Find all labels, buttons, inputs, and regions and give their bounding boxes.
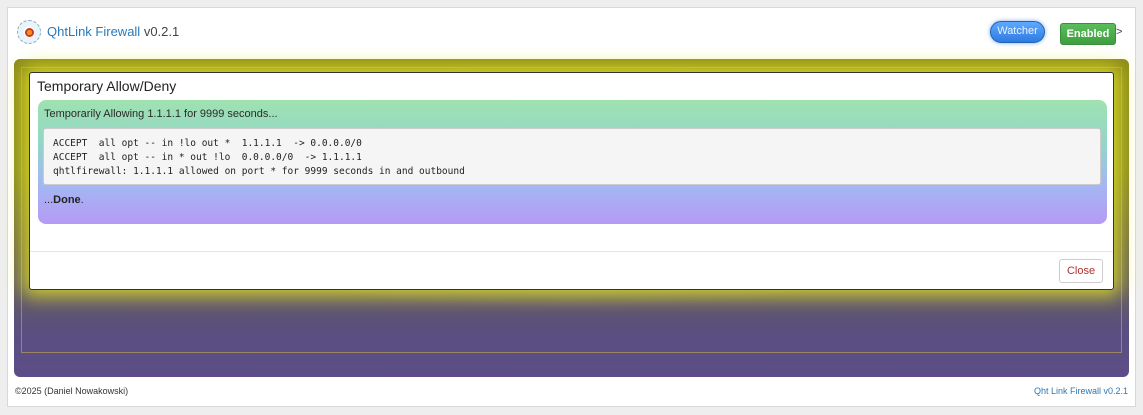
done-word: Done	[53, 194, 81, 206]
command-output: ACCEPT all opt -- in !lo out * 1.1.1.1 -…	[43, 128, 1101, 185]
logo-core	[25, 28, 34, 37]
footer-copyright: ©2025 (Daniel Nowakowski)	[15, 386, 129, 396]
done-message: ...Done.	[44, 194, 84, 206]
close-button[interactable]: Close	[1059, 259, 1103, 283]
header: QhtLink Firewall v0.2.1 Watcher Enabled …	[8, 8, 1135, 56]
temp-allow-deny-modal: Temporary Allow/Deny Temporarily Allowin…	[29, 72, 1114, 290]
output-line: ACCEPT all opt -- in !lo out * 1.1.1.1 -…	[53, 138, 362, 149]
app-window: QhtLink Firewall v0.2.1 Watcher Enabled …	[7, 7, 1136, 407]
app-title: QhtLink Firewall v0.2.1	[47, 24, 179, 39]
app-version: v0.2.1	[143, 24, 180, 39]
enabled-status-button[interactable]: Enabled	[1060, 23, 1116, 45]
modal-title: Temporary Allow/Deny	[37, 78, 177, 94]
result-alert: Temporarily Allowing 1.1.1.1 for 9999 se…	[38, 100, 1107, 224]
alert-message: Temporarily Allowing 1.1.1.1 for 9999 se…	[44, 108, 278, 120]
chevron-right-icon[interactable]: >	[1116, 26, 1123, 38]
backdrop-panel	[21, 67, 1122, 353]
modal-footer-divider	[30, 251, 1113, 252]
done-suffix: .	[80, 194, 84, 206]
done-prefix: ...	[44, 194, 54, 206]
watcher-button[interactable]: Watcher	[990, 21, 1045, 43]
output-line: qhtlfirewall: 1.1.1.1 allowed on port * …	[53, 166, 465, 177]
firewall-logo-icon	[17, 20, 41, 44]
app-name: QhtLink Firewall	[47, 24, 141, 39]
output-line: ACCEPT all opt -- in * out !lo 0.0.0.0/0…	[53, 152, 362, 163]
footer-link[interactable]: Qht Link Firewall v0.2.1	[1033, 386, 1128, 396]
